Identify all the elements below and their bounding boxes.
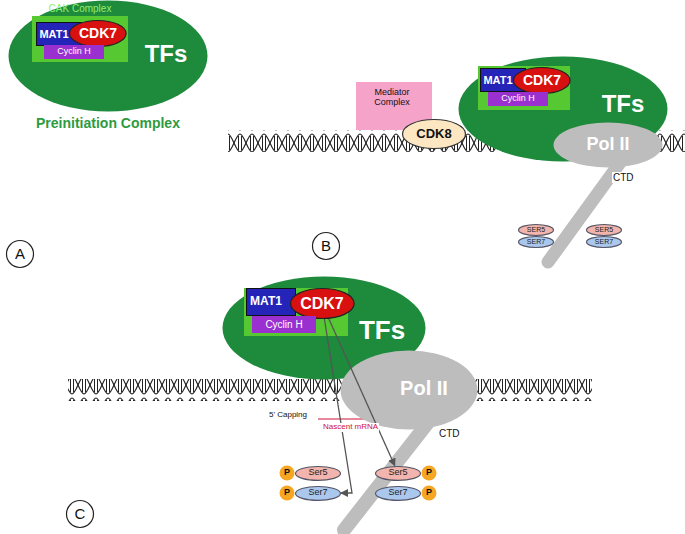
node-text: P bbox=[284, 468, 290, 478]
phosphate-dot: P bbox=[279, 465, 295, 481]
ellipse-shape bbox=[290, 289, 354, 319]
node-text: TFs bbox=[145, 41, 188, 67]
cak-complex-box bbox=[478, 66, 570, 110]
ellipse-shape bbox=[519, 225, 554, 236]
node-text: SER7 bbox=[595, 238, 613, 246]
ellipse-shape bbox=[7, 241, 34, 268]
node-text: CDK8 bbox=[416, 127, 451, 141]
panel-letter: A bbox=[6, 240, 34, 268]
phosphate-dot: P bbox=[279, 485, 295, 501]
cdk7-ellipse: CDK7 bbox=[69, 20, 127, 47]
text-label: 5' Capping bbox=[268, 411, 308, 420]
ellipse-shape bbox=[554, 123, 663, 168]
text-label: Nascent mRNA bbox=[322, 423, 379, 432]
panel-letter: B bbox=[312, 232, 340, 260]
mediator-box: Mediator ComplexCDK8 bbox=[356, 82, 432, 130]
text-label: CTD bbox=[612, 172, 635, 183]
node-text: C bbox=[75, 506, 86, 523]
phosphate-dot: P bbox=[421, 485, 437, 501]
phosphate-dot: P bbox=[421, 465, 437, 481]
ctd-tail bbox=[548, 160, 622, 262]
residue-ellipse: SER7 bbox=[518, 236, 554, 248]
node-text: Cyclin H bbox=[265, 319, 302, 330]
residue-ellipse: SER5 bbox=[518, 224, 554, 236]
ellipse-shape bbox=[9, 1, 208, 112]
ellipse-shape bbox=[280, 466, 295, 481]
node-text: CDK7 bbox=[79, 26, 117, 41]
node-text: Pol II bbox=[400, 377, 448, 399]
ellipse-shape bbox=[376, 466, 421, 480]
node-text: P bbox=[284, 488, 290, 498]
node-text: SER7 bbox=[527, 238, 545, 246]
ellipse-shape bbox=[514, 68, 571, 94]
node-text: TFs bbox=[359, 316, 405, 345]
phosphorylation-arrow bbox=[329, 319, 395, 466]
ellipse-shape bbox=[376, 486, 421, 500]
node-text: TFs bbox=[602, 91, 645, 117]
node-text: P bbox=[426, 488, 432, 498]
cdk8-ellipse: CDK8 bbox=[402, 119, 466, 149]
ellipse-shape bbox=[67, 501, 94, 528]
cyclin-box: Cyclin H bbox=[488, 92, 548, 106]
node-text: P bbox=[426, 468, 432, 478]
node-text: SER5 bbox=[595, 226, 613, 234]
cdk7-ellipse: CDK7 bbox=[290, 288, 355, 319]
cyclin-box: Cyclin H bbox=[44, 45, 104, 59]
node-text: Ser5 bbox=[308, 468, 327, 478]
node-text: Ser7 bbox=[308, 488, 327, 498]
ellipse-shape bbox=[280, 486, 295, 501]
node-text: Mediator Complex bbox=[358, 88, 426, 108]
ellipse-shape bbox=[70, 21, 127, 47]
node-text: Preinitiation Complex bbox=[36, 116, 180, 131]
node-text: CDK7 bbox=[300, 295, 344, 313]
residue-ellipse: Ser7 bbox=[375, 486, 421, 501]
ellipse-shape bbox=[519, 237, 554, 248]
node-text: CDK7 bbox=[523, 73, 561, 88]
node-text: SER5 bbox=[527, 226, 545, 234]
node-text: MAT1 bbox=[250, 295, 282, 308]
ellipse-shape bbox=[587, 225, 622, 236]
ellipse-shape bbox=[403, 120, 466, 149]
residue-ellipse: Ser5 bbox=[375, 466, 421, 481]
node-text: CAK Complex bbox=[49, 3, 112, 14]
ellipse-shape bbox=[587, 237, 622, 248]
ellipse-shape bbox=[296, 486, 341, 500]
cyclin-box: Cyclin H bbox=[252, 316, 316, 333]
node-text: MAT1 bbox=[483, 74, 512, 86]
polymerase-ellipse: Pol II bbox=[553, 122, 663, 168]
node-text: Pol II bbox=[586, 135, 629, 155]
residue-ellipse: Ser5 bbox=[295, 466, 341, 481]
ctd-tail bbox=[344, 420, 430, 530]
text-label: CTD bbox=[438, 428, 461, 439]
node-text: B bbox=[321, 238, 331, 255]
node-text: Cyclin H bbox=[501, 94, 535, 104]
cdk7-ellipse: CDK7 bbox=[513, 67, 571, 94]
residue-ellipse: SER5 bbox=[586, 224, 622, 236]
node-text: Ser5 bbox=[388, 468, 407, 478]
node-text: Cyclin H bbox=[57, 47, 91, 57]
node-text: MAT1 bbox=[39, 28, 68, 40]
node-text: Ser7 bbox=[388, 488, 407, 498]
phosphorylation-arrow bbox=[324, 319, 352, 493]
ellipse-shape bbox=[296, 466, 341, 480]
cak-complex-box: CAK ComplexMAT1CDK7Cyclin H bbox=[32, 16, 128, 62]
panel-letter: C bbox=[66, 500, 94, 528]
residue-ellipse: Ser7 bbox=[295, 486, 341, 501]
residue-ellipse: SER7 bbox=[586, 236, 622, 248]
ellipse-shape bbox=[422, 466, 437, 481]
ellipse-shape bbox=[313, 233, 340, 260]
mat1-box: MAT1 bbox=[246, 288, 296, 316]
ellipse-shape bbox=[422, 486, 437, 501]
node-text: A bbox=[15, 246, 25, 263]
dna-helix bbox=[68, 379, 592, 401]
complex-ellipse: TFsPreinitiation ComplexCAK ComplexMAT1C… bbox=[8, 0, 208, 136]
